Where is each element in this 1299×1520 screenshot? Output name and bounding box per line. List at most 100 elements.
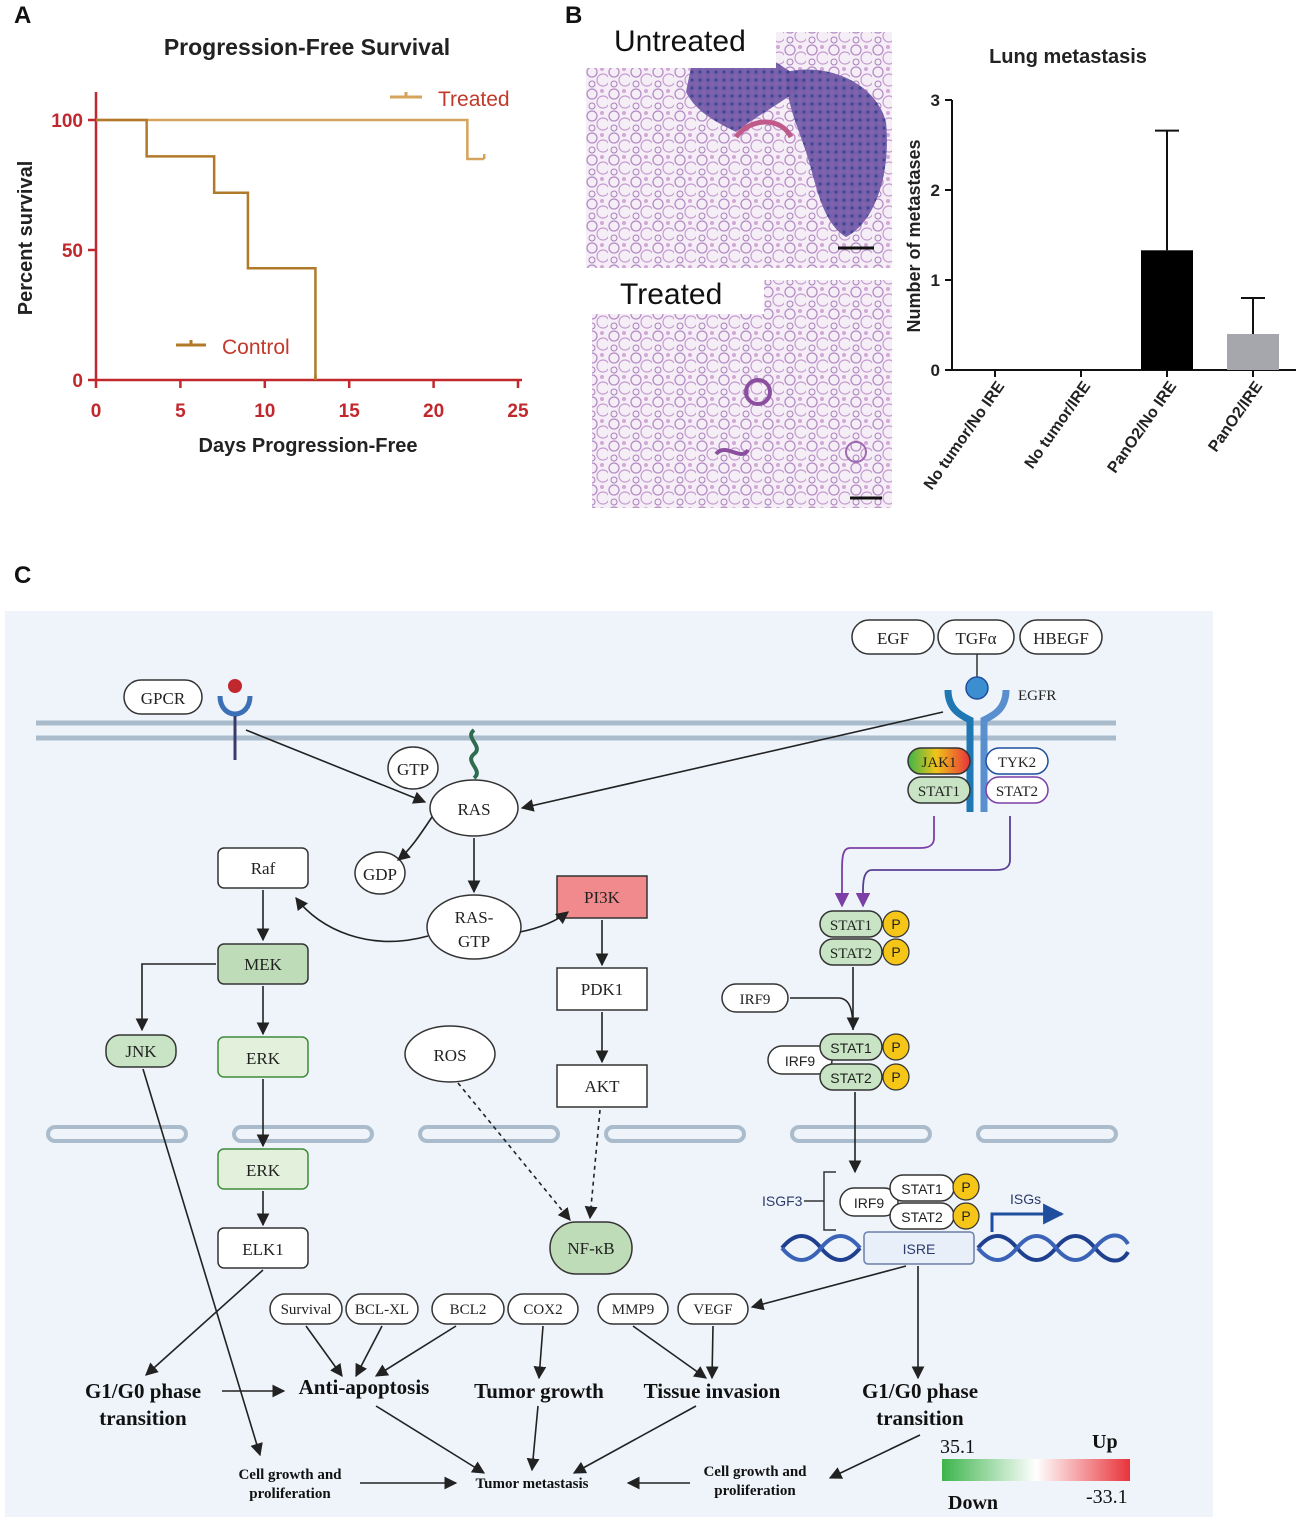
chart-b-category-label: PanO2/No IRE (1105, 378, 1181, 476)
g1g0-left-line2: transition (99, 1406, 187, 1430)
svg-text:P: P (891, 916, 900, 932)
cell-growth-right-line2: proliferation (714, 1483, 796, 1499)
svg-text:Raf: Raf (251, 859, 276, 878)
svg-text:BCL-XL: BCL-XL (355, 1302, 409, 1318)
dna-helix-icon (780, 1233, 1130, 1263)
cell-growth-left-line2: proliferation (249, 1486, 331, 1502)
chart-a-x-tick-label: 10 (254, 401, 275, 422)
vegf-node: VEGF (677, 1293, 749, 1325)
color-scale-down-label: Down (948, 1492, 998, 1514)
chart-b-category-label: PanO2/IRE (1205, 378, 1266, 455)
chart-a-x-tick-label: 20 (423, 401, 444, 422)
svg-text:STAT2: STAT2 (830, 946, 872, 962)
cell-growth-right-line1: Cell growth and (703, 1464, 807, 1480)
chart-a-ylabel: Percent survival (15, 161, 37, 316)
treated-vessel-a (744, 378, 772, 406)
svg-text:GTP: GTP (397, 760, 429, 779)
treated-vessel-c (845, 441, 867, 463)
svg-text:VEGF: VEGF (693, 1302, 732, 1318)
chart-b-y-tick-label: 1 (931, 271, 940, 290)
svg-text:P: P (891, 944, 900, 960)
chart-a-axes: 0 5 10 15 20 25 0 50 100 (51, 92, 529, 422)
svg-text:ISRE: ISRE (903, 1241, 936, 1257)
svg-text:TYK2: TYK2 (998, 755, 1036, 771)
chart-a-xlabel: Days Progression-Free (199, 435, 418, 457)
svg-text:IRF9: IRF9 (740, 992, 771, 1008)
svg-text:IRF9: IRF9 (785, 1053, 816, 1069)
chart-a-x-tick-label: 5 (175, 401, 186, 422)
g1g0-right-line1: G1/G0 phase (862, 1379, 978, 1403)
svg-text:STAT2: STAT2 (996, 784, 1038, 800)
stat-activation-arrows (834, 816, 1011, 908)
svg-text:TGFα: TGFα (955, 629, 996, 648)
isre-node: ISRE (863, 1231, 975, 1265)
svg-text:IRF9: IRF9 (854, 1195, 885, 1211)
chart-a-x-tick-label: 15 (339, 401, 361, 422)
svg-text:P: P (891, 1069, 900, 1085)
chart-b-title: Lung metastasis (989, 46, 1147, 68)
svg-text:GTP: GTP (458, 932, 490, 951)
svg-text:PI3K: PI3K (584, 888, 621, 907)
cox2-node: COX2 (507, 1293, 579, 1325)
color-scale-min: -33.1 (1086, 1486, 1128, 1508)
svg-text:STAT1: STAT1 (830, 1040, 872, 1056)
chart-a-y-tick-label: 100 (51, 111, 83, 132)
legend-control-label: Control (222, 336, 290, 359)
chart-a-series-treated (96, 118, 485, 161)
chart-a-series (96, 118, 486, 380)
chart-b-category-label: No tumor/No IRE (921, 378, 1009, 493)
tyk2-node: TYK2 (985, 747, 1049, 775)
pdk1-node: PDK1 (556, 967, 648, 1011)
tumor-metastasis-label: Tumor metastasis (476, 1476, 589, 1492)
chart-a-x-tick-label: 0 (91, 401, 102, 422)
svg-text:STAT1: STAT1 (918, 784, 960, 800)
pathway-diagram: EGF TGFα HBEGF EGFR JAK1 STAT1 (5, 611, 1213, 1517)
panel-letter-c: C (14, 562, 32, 589)
untreated-vessel (734, 119, 794, 139)
g1g0-right-line2: transition (876, 1406, 964, 1430)
svg-text:MMP9: MMP9 (612, 1302, 655, 1318)
svg-text:STAT1: STAT1 (901, 1181, 943, 1197)
akt-node: AKT (556, 1064, 648, 1108)
svg-text:ERK: ERK (246, 1049, 281, 1068)
isgf3-complex: ISGF3 IRF9 STAT1 STAT2 P P (762, 1171, 980, 1231)
anti-apoptosis-label: Anti-apoptosis (299, 1375, 430, 1399)
svg-text:EGFR: EGFR (1018, 688, 1056, 704)
untreated-tumor-b (786, 69, 887, 237)
irf9-free-node: IRF9 (721, 983, 789, 1013)
chart-b-ylabel: Number of metastases (904, 139, 924, 332)
color-scale-legend: 35.1 Up Down -33.1 (940, 1431, 1130, 1514)
egfr-receptor: EGFR (944, 654, 1056, 812)
svg-text:HBEGF: HBEGF (1033, 629, 1089, 648)
stat1-membrane-node: STAT1 (907, 776, 971, 804)
legend-treated-label: Treated (438, 88, 510, 111)
svg-text:PDK1: PDK1 (581, 980, 624, 999)
svg-text:ISGF3: ISGF3 (762, 1193, 803, 1209)
chart-b-y-tick-label: 3 (931, 91, 940, 110)
svg-text:Survival: Survival (281, 1302, 332, 1318)
tissue-invasion-label: Tissue invasion (644, 1379, 781, 1403)
pi3k-node: PI3K (556, 875, 648, 919)
stat-dimer-phospho: STAT1 STAT2 P P (819, 910, 910, 966)
jak1-node: JAK1 (907, 747, 971, 775)
svg-text:GDP: GDP (363, 865, 397, 884)
svg-text:AKT: AKT (585, 1077, 621, 1096)
chart-a-y-tick-label: 0 (72, 371, 83, 392)
color-scale-up-label: Up (1092, 1431, 1118, 1453)
chart-a-x-tick-label: 25 (507, 401, 529, 422)
treated-image (592, 280, 892, 508)
svg-text:NF-κB: NF-κB (567, 1239, 614, 1258)
bcl2-node: BCL2 (431, 1293, 505, 1325)
chart-b-bars (1141, 129, 1279, 370)
erk-node-2: ERK (217, 1148, 309, 1190)
untreated-label: Untreated (614, 25, 746, 58)
chart-a-title: Progression-Free Survival (164, 34, 450, 60)
stat-irf9-complex: IRF9 STAT1 STAT2 P P (767, 1033, 910, 1091)
svg-text:RAS: RAS (457, 800, 490, 819)
chart-a-y-tick-label: 50 (62, 241, 83, 262)
svg-text:RAS-: RAS- (455, 908, 494, 927)
histology-panel: Untreated Treated (586, 22, 892, 508)
panel-letter-a: A (14, 2, 32, 29)
ligand-tgfa: TGFα (937, 619, 1015, 655)
